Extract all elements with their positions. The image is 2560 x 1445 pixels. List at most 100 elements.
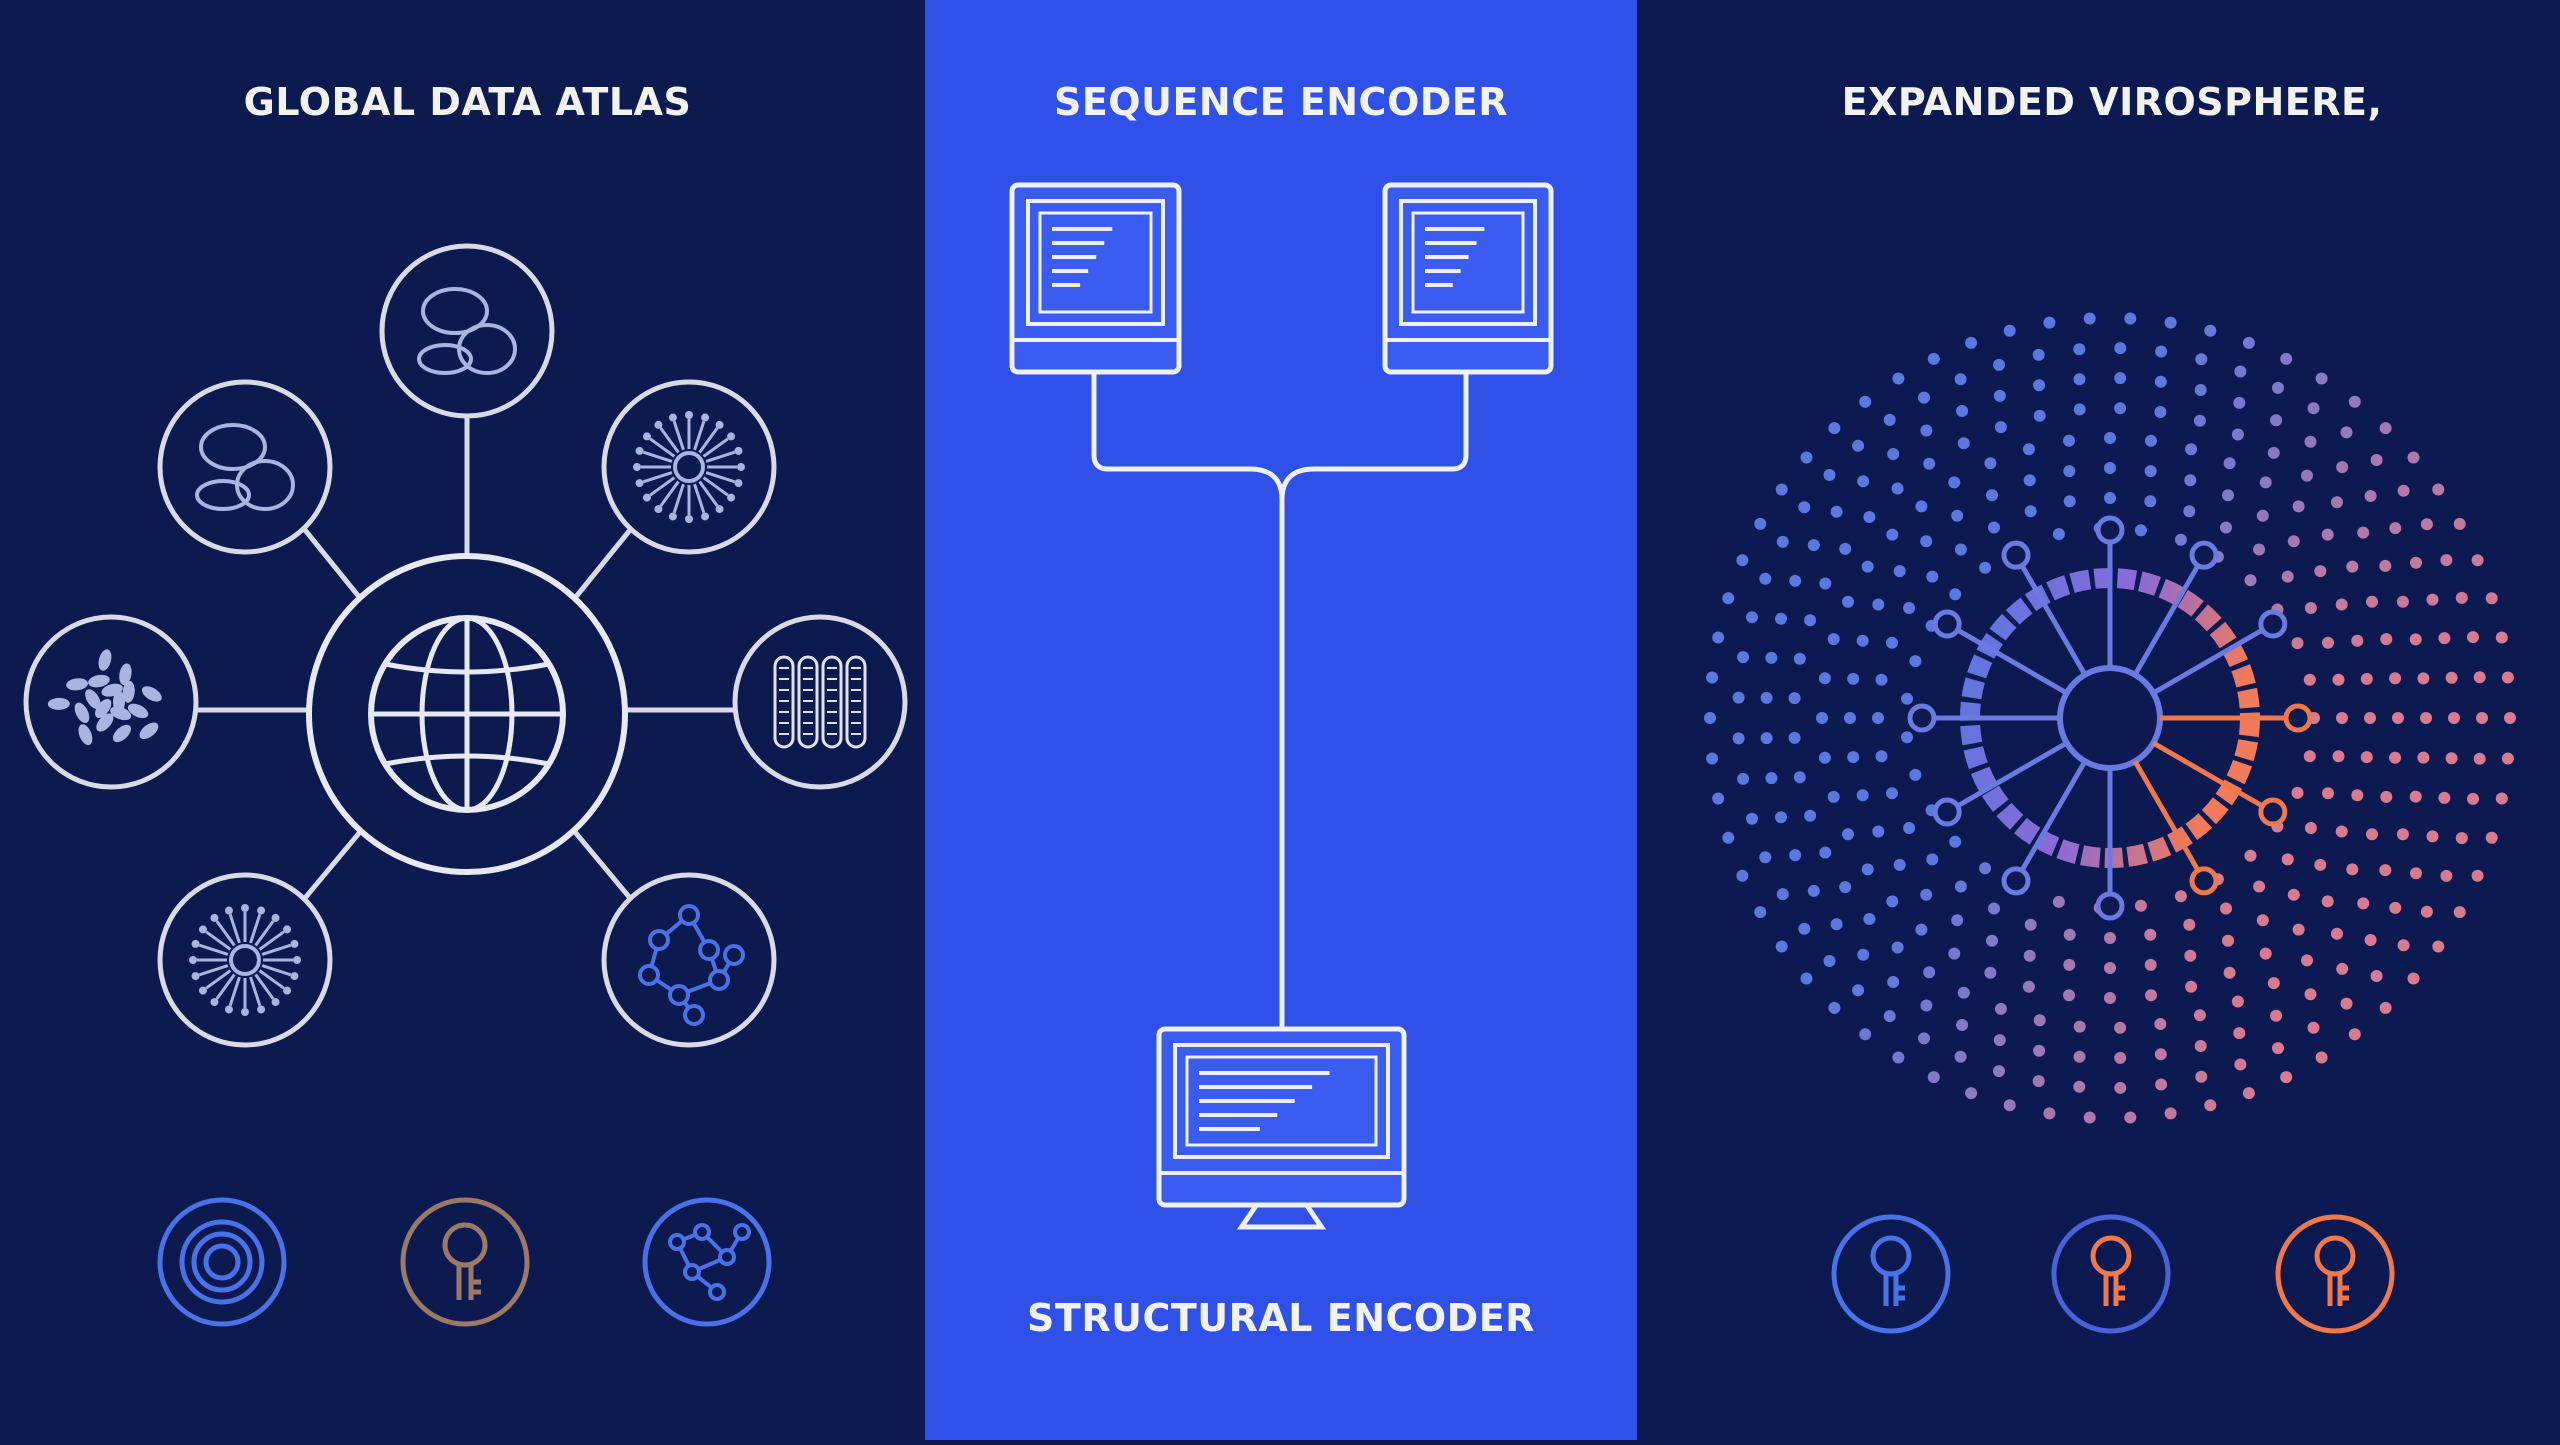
ring-dot [1994, 1002, 2007, 1015]
ring-dot [2073, 1050, 2086, 1063]
ring-dot [1857, 475, 1870, 488]
ring-dot [1994, 421, 2007, 434]
ring-dot [2104, 992, 2116, 1004]
ring-dot [1887, 976, 1900, 988]
ring-dot [1863, 913, 1876, 925]
ring-dot [2432, 940, 2445, 953]
ring-dot [2185, 443, 2198, 456]
ring-dot [1979, 561, 1992, 574]
ring-dot [1818, 672, 1831, 685]
ring-dot [1793, 652, 1806, 665]
ring-dot [1903, 822, 1916, 834]
ring-dot [1823, 469, 1836, 481]
ring-dot [1807, 539, 1820, 552]
ring-dot [2104, 962, 2116, 974]
ring-dot [1842, 828, 1854, 841]
structural-encoder-label: STRUCTURAL ENCODER [1027, 1296, 1535, 1340]
ring-dot [1927, 1071, 1940, 1084]
ring-dot [2174, 533, 2187, 546]
ring-dot [1793, 771, 1806, 784]
ring-dot [1760, 691, 1773, 704]
ring-dot [2389, 901, 2402, 914]
ring-dot [2024, 505, 2037, 518]
ring-dot [2155, 345, 2168, 358]
ring-dot [1948, 947, 1961, 960]
ring-dot [2154, 1018, 2167, 1030]
microbes-icon [157, 379, 333, 555]
ring-dot [1765, 772, 1778, 785]
ring-dot [2145, 989, 2157, 1002]
ring-dot [2256, 509, 2269, 522]
ring-dot [1918, 1032, 1930, 1045]
ring-dot [2063, 434, 2075, 447]
ring-dot [1804, 809, 1817, 822]
ring-dot [1706, 752, 1719, 765]
ring-dot [1872, 712, 1884, 724]
ring-dot [1759, 572, 1772, 585]
ring-dot [1852, 439, 1865, 452]
ring-dot [2417, 751, 2430, 764]
ring-dot [1746, 812, 1758, 825]
ring-dot [2291, 786, 2304, 799]
ring-dot [1861, 560, 1874, 573]
ring-dot [1875, 673, 1888, 686]
ring-dot [2335, 598, 2348, 611]
ring-dot [1886, 636, 1898, 649]
ring-dot [1883, 413, 1896, 426]
ring-dot [2504, 712, 2516, 724]
ring-dot [1819, 846, 1832, 859]
ring-dot [1863, 511, 1876, 523]
ring-dot [2321, 528, 2334, 541]
ring-dot [2322, 787, 2334, 800]
ring-dot [2417, 672, 2430, 685]
ring-dot [2340, 997, 2353, 1010]
ring-dot [2242, 1087, 2255, 1100]
ring-dot [2154, 1048, 2167, 1061]
ring-dot [2351, 789, 2364, 802]
ring-dot [1920, 888, 1933, 901]
ring-dot [2124, 312, 2137, 325]
ring-dot [2272, 1042, 2284, 1055]
hub-connectors [196, 416, 735, 900]
ring-dot [2364, 712, 2376, 724]
ring-dot [2389, 522, 2402, 535]
ring-dot [2134, 524, 2147, 537]
ring-dot [1948, 476, 1961, 489]
ring-dot [2185, 980, 2198, 993]
spiral-icon [157, 1197, 287, 1327]
ring-dot [1732, 732, 1745, 745]
ring-dot [1789, 574, 1802, 587]
ring-dot [2495, 792, 2508, 805]
ring-dot [1993, 358, 2005, 371]
ring-dot [2204, 324, 2217, 337]
ring-dot [2052, 895, 2065, 908]
ring-dot [1737, 772, 1750, 785]
ring-dot [1722, 592, 1735, 605]
ring-dot [2420, 712, 2432, 724]
ring-dot [1839, 542, 1852, 555]
ring-dot [1732, 691, 1745, 704]
ring-dot [2281, 853, 2294, 866]
ring-dot [2366, 595, 2378, 608]
ring-dot [1712, 631, 1725, 644]
ring-dot [1954, 543, 1967, 556]
ring-dot [2063, 928, 2076, 941]
ring-dot [1988, 521, 2000, 534]
ring-dot [2336, 712, 2348, 724]
ring-dot [2331, 927, 2343, 940]
ring-dot [1954, 1050, 1967, 1063]
ring-dot [2104, 462, 2116, 474]
ring-dot [1856, 634, 1869, 647]
ring-dot [2043, 316, 2056, 329]
ring-dot [2043, 1107, 2056, 1120]
ring-dot [1893, 565, 1906, 578]
ring-dot [1923, 457, 1936, 470]
ring-dot [2440, 869, 2453, 882]
ring-dot [1965, 336, 1978, 349]
molecule-icon [642, 1197, 772, 1327]
ring-dot [2144, 495, 2157, 508]
ring-dot [2154, 375, 2167, 388]
ring-dot [2348, 395, 2361, 408]
ring-dot [2073, 1080, 2086, 1093]
